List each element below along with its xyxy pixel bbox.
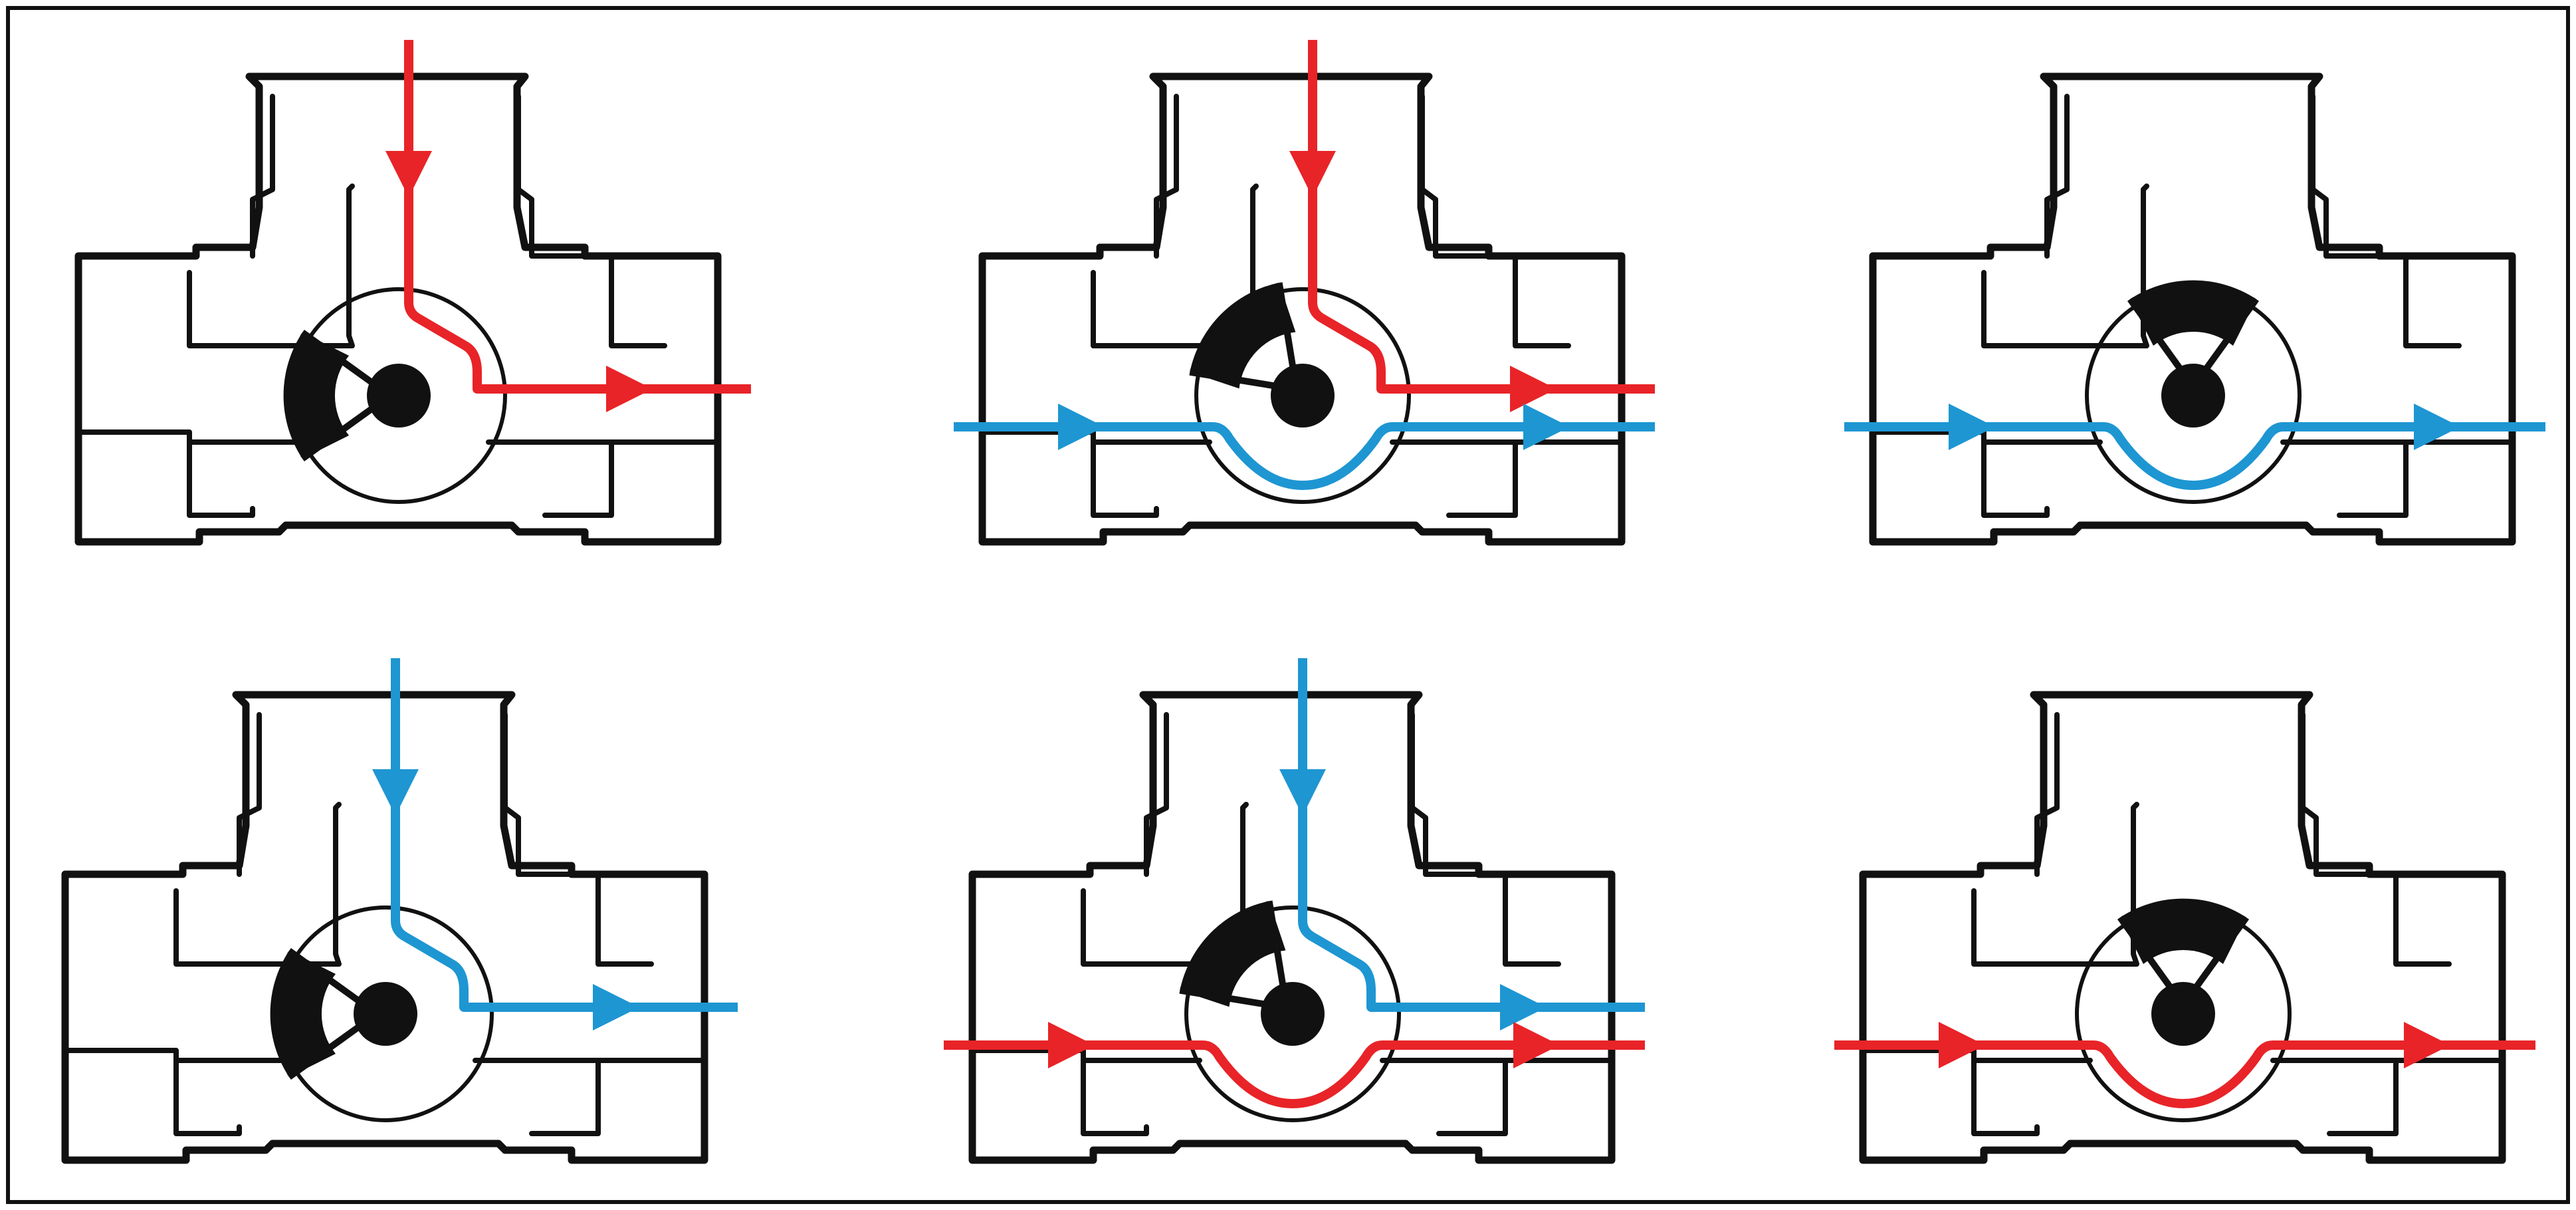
flow-cold_flow-left-to-right (1844, 422, 2545, 490)
valve-lower-bore (62, 1048, 707, 1136)
flow-hot_flow-left-to-right (1834, 1040, 2535, 1108)
gate-wedge-shape (1180, 901, 1286, 1007)
valve-upper-bore (1081, 712, 1561, 967)
gate-wedge-shape (283, 332, 349, 459)
valve-shaft (1261, 982, 1325, 1046)
valve-bottom-left (61, 658, 738, 1164)
valve-top-middle (954, 40, 1655, 546)
gate-wedge-shape (270, 951, 336, 1077)
valve-top-right (1844, 72, 2545, 546)
valve-bottom-right (1834, 691, 2535, 1164)
ball-chamber (1184, 906, 1401, 1122)
valve-lower-bore (76, 429, 720, 518)
valve-shaft (367, 364, 431, 427)
gate-wedge-shape (2130, 280, 2256, 346)
valve-shaft (2161, 364, 2225, 427)
valves-layer (61, 40, 2545, 1164)
gate-wedge-shape (2120, 898, 2246, 964)
valve-upper-bore (173, 712, 654, 967)
gate-wedge (283, 329, 387, 462)
valve-shaft (1271, 364, 1335, 427)
flow-cold_flow-left-to-right (954, 422, 1655, 490)
flow-hot_flow-left-to-right (944, 1040, 1645, 1108)
valve-shaft (354, 982, 417, 1046)
valve-upper-bore (1981, 94, 2462, 348)
valve-shaft (2151, 982, 2215, 1046)
ball-chamber (1194, 287, 1411, 504)
gate-wedge-shape (1190, 283, 1296, 389)
valve-bottom-middle (944, 658, 1645, 1164)
valve-upper-bore (1091, 94, 1571, 348)
valve-upper-bore (187, 94, 667, 348)
valve-top-left (74, 40, 751, 546)
flow-hot_flow-top-to-right (1308, 40, 1655, 394)
flow-hot_flow-top-to-right (404, 40, 751, 394)
flow-cold_flow-top-to-right (1298, 658, 1645, 1012)
valve-upper-bore (1971, 712, 2452, 967)
flow-cold_flow-top-to-right (391, 658, 738, 1012)
